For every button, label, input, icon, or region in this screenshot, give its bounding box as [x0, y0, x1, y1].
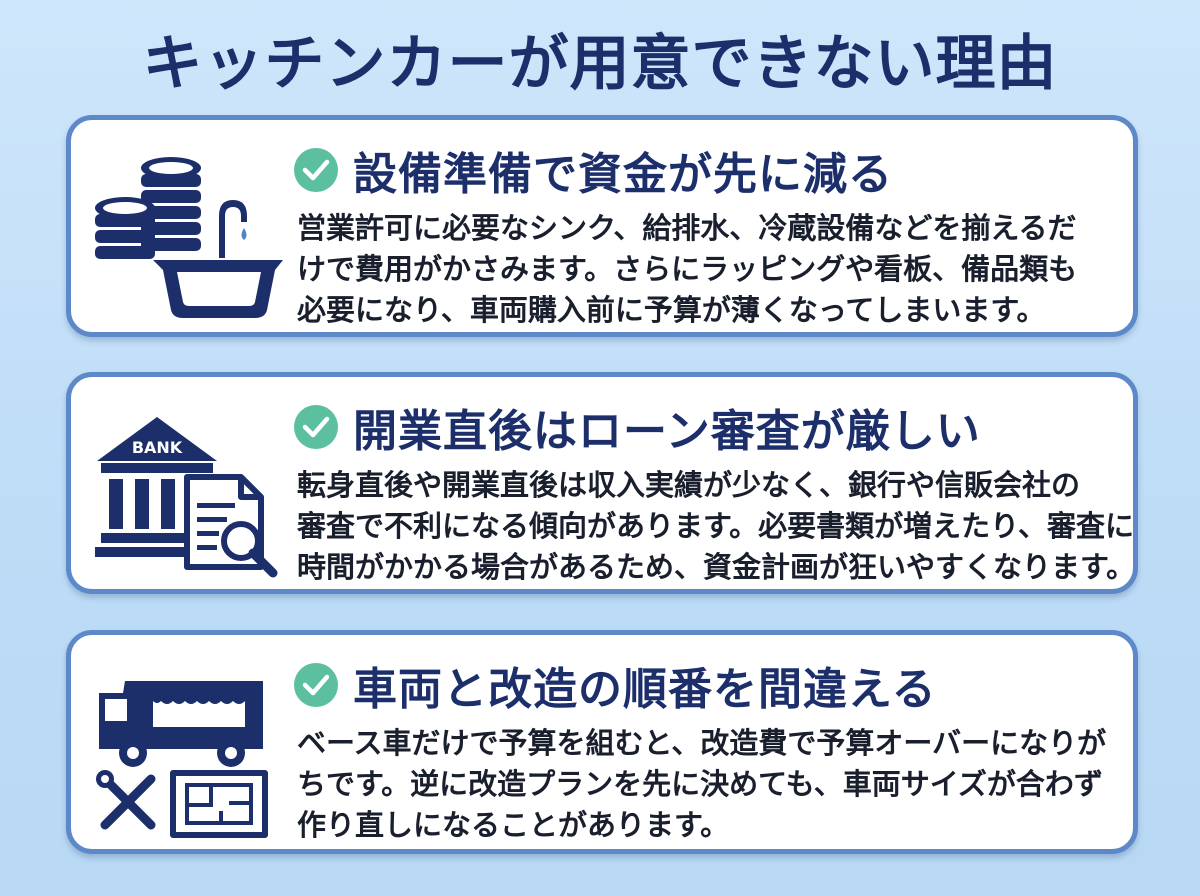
- reason-card-loan: BANK 開業直後はローン審査が厳しい 転身直後や開業直後は収入実績が少なく、銀…: [66, 372, 1138, 594]
- bank-and-document-icon: BANK: [95, 417, 278, 578]
- reason-description: ベース車だけで予算を組むと、改造費で予算オーバーになりが ちです。逆に改造プラン…: [297, 723, 1129, 846]
- reason-heading-text: 開業直後はローン審査が厳しい: [353, 406, 981, 457]
- reason-heading: 設備準備で資金が先に減る: [293, 140, 893, 200]
- description-line: 転身直後や開業直後は収入実績が少なく、銀行や信販会社の: [297, 468, 1081, 502]
- reason-heading: 開業直後はローン審査が厳しい: [293, 397, 981, 457]
- reason-description: 転身直後や開業直後は収入実績が少なく、銀行や信販会社の 審査で不利になる傾向があ…: [297, 465, 1136, 588]
- description-line: 作り直しになることがあります。: [297, 808, 730, 842]
- description-line: 営業許可に必要なシンク、給排水、冷蔵設備などを揃えるだ: [297, 211, 1077, 245]
- check-circle-icon: [294, 405, 338, 449]
- description-line: 必要になり、車両購入前に予算が薄くなってしまいます。: [297, 293, 1046, 327]
- reason-heading-text: 車両と改造の順番を間違える: [353, 664, 937, 715]
- reason-heading: 車両と改造の順番を間違える: [293, 655, 937, 715]
- bank-label: BANK: [132, 438, 183, 457]
- coins-and-sink-icon: [95, 157, 283, 318]
- reason-heading-text: 設備準備で資金が先に減る: [353, 149, 893, 200]
- check-circle-icon: [294, 148, 338, 192]
- food-truck-and-tools-icon: [96, 681, 268, 838]
- reason-description: 営業許可に必要なシンク、給排水、冷蔵設備などを揃えるだ けで費用がかさみます。さ…: [297, 208, 1129, 331]
- page-title: キッチンカーが用意できない理由: [142, 29, 1058, 99]
- description-line: けで費用がかさみます。さらにラッピングや看板、備品類も: [297, 252, 1078, 286]
- description-line: ベース車だけで予算を組むと、改造費で予算オーバーになりが: [297, 726, 1107, 760]
- description-line: 審査で不利になる傾向があります。必要書類が増えたり、審査に: [297, 509, 1134, 543]
- description-line: 時間がかかる場合があるため、資金計画が狂いやすくなります。: [297, 550, 1136, 584]
- reason-card-vehicle: 車両と改造の順番を間違える ベース車だけで予算を組むと、改造費で予算オーバーにな…: [66, 630, 1138, 854]
- description-line: ちです。逆に改造プランを先に決めても、車両サイズが合わず: [297, 767, 1103, 801]
- check-circle-icon: [294, 663, 338, 707]
- reason-card-equipment: 設備準備で資金が先に減る 営業許可に必要なシンク、給排水、冷蔵設備などを揃えるだ…: [66, 115, 1138, 337]
